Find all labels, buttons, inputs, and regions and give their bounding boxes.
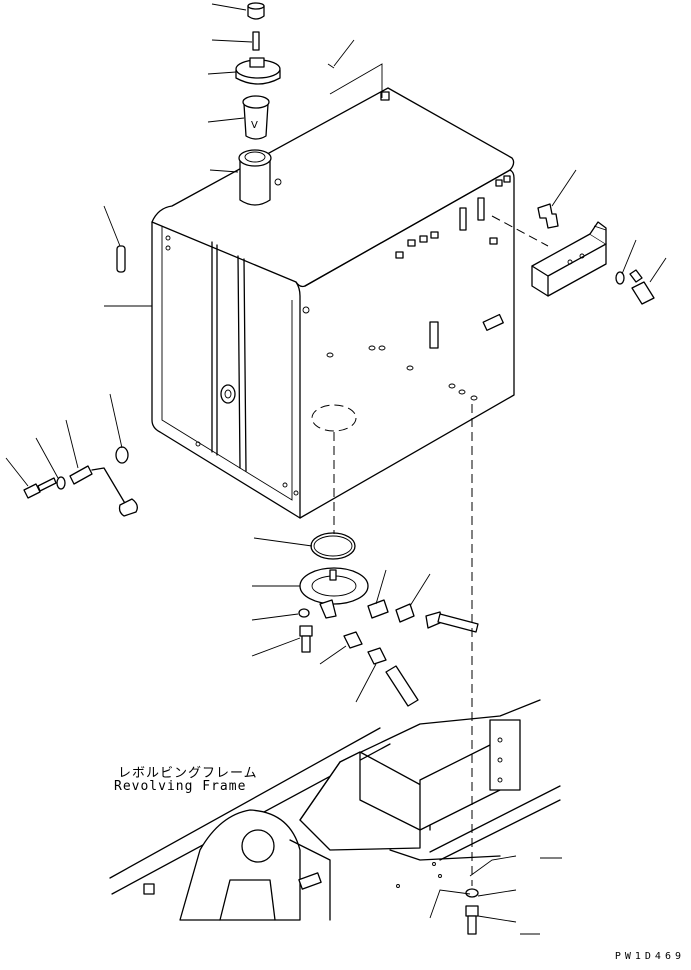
- mounting-bracket: [531, 203, 655, 305]
- drawing-code: PW1D469: [614, 951, 685, 962]
- revolving-frame-label-en: Revolving Frame: [114, 779, 247, 794]
- hydraulic-tank: [151, 87, 515, 519]
- revolving-frame: [109, 699, 561, 935]
- filler-assembly: V: [235, 2, 282, 206]
- center-lines: [333, 215, 549, 886]
- level-gauge-parts: [23, 245, 138, 517]
- revolving-frame-label-jp: レボルビングフレーム: [118, 766, 258, 781]
- leader-lines: [5, 3, 667, 935]
- drain-assembly: [298, 532, 479, 707]
- svg-text:V: V: [251, 120, 258, 131]
